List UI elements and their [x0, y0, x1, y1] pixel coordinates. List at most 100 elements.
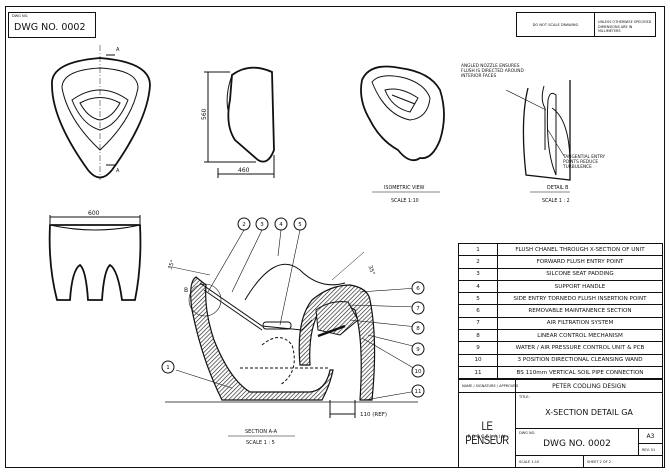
label: ANGLED NOZZLE ENSURES [461, 63, 520, 69]
sheet-scale: SCALE 1:10 [519, 460, 540, 464]
part-number: 9 [458, 341, 498, 355]
part-number: 10 [458, 353, 498, 367]
side-height-dim: 560 [201, 108, 208, 120]
label: 6 [416, 286, 420, 292]
label: INTERIOR FACES [461, 73, 496, 79]
callout-3: 3 [255, 217, 269, 231]
sheet-size: A3 [646, 433, 655, 440]
callout-2: 2 [237, 217, 251, 231]
label: 2 [242, 222, 246, 228]
callout-9: 9 [411, 342, 425, 356]
label: 11 [415, 389, 422, 395]
callout-11: 11 [411, 384, 425, 398]
callout-7: 7 [411, 301, 425, 315]
drawing-title: X-SECTION DETAIL GA [545, 408, 633, 417]
section-label: SECTION A-A [245, 429, 278, 435]
part-description: SUPPORT HANDLE [497, 279, 663, 294]
dwg-no-header-box: DWG NO. DWG NO. 0002 [8, 12, 96, 38]
designer-cell: PETER CODLING DESIGN [515, 379, 663, 393]
dwg-no-small-label: DWG NO. [12, 14, 29, 18]
part-description: SILCONE SEAT PADDING [497, 267, 663, 281]
part-description: 3 POSITION DIRECTIONAL CLEANSING WAND [497, 353, 663, 367]
label: TANGENTIAL ENTRY [562, 154, 606, 160]
callout-10: 10 [411, 364, 425, 378]
company-logo: LE PENSEUR [465, 419, 509, 447]
size-cell: A3 [638, 428, 663, 444]
label: 1 [166, 365, 170, 371]
isometric-label: ISOMETRIC VIEW [384, 185, 425, 191]
title-cell: TITLE: X-SECTION DETAIL GA [515, 392, 663, 429]
name-cell: NAME / SIGNATURE / APPROVED [458, 379, 519, 393]
label: POINTS REDUCE [563, 159, 598, 165]
detail-b-drawing [505, 80, 571, 181]
sheet-number: SHEET 2 OF 2 [587, 460, 611, 464]
company-logo-sub: PORCELAIN [467, 435, 507, 440]
detail-scale: SCALE 1 : 2 [542, 198, 570, 204]
revision: REV. 01 [642, 448, 656, 452]
sheet-border [5, 6, 665, 468]
scale-cell: SCALE 1:10 [515, 455, 584, 468]
label: TURBULENCE [562, 164, 592, 170]
callout-6: 6 [411, 281, 425, 295]
section-marker-top: A [116, 47, 120, 53]
section-marker-bottom: A [116, 168, 120, 174]
front-view-drawing [48, 215, 142, 301]
isometric-view-drawing [360, 65, 445, 162]
label: 9 [416, 347, 420, 353]
callout-1: 1 [161, 360, 175, 374]
part-description: BS 110mm VERTICAL SOIL PIPE CONNECTION [497, 365, 663, 380]
designer-name: PETER CODLING DESIGN [552, 383, 626, 390]
part-description: SIDE ENTRY TORNEDO FLUSH INSERTION POINT [497, 292, 663, 306]
label: FLUSH IS DIRECTED AROUND [461, 68, 524, 74]
name-label: NAME / SIGNATURE / APPROVED [462, 384, 519, 388]
section-scale: SCALE 1 : 5 [246, 440, 275, 446]
label: 3 [260, 222, 264, 228]
label: 7 [416, 306, 420, 312]
part-number: 5 [458, 292, 498, 306]
part-description: FLUSH CHANEL THROUGH X-SECTION OF UNIT [497, 242, 663, 257]
part-description: REMOVABLE MAINTANENCE SECTION [497, 304, 663, 318]
note-do-not-scale: DO NOT SCALE DRAWING [532, 23, 579, 27]
logo-cell: LE PENSEUR PORCELAIN [458, 392, 516, 468]
part-number: 11 [458, 365, 498, 380]
callout-4: 4 [274, 217, 288, 231]
side-width-dim: 460 [238, 167, 250, 174]
part-description: AIR FILTRATION SYSTEM [497, 316, 663, 331]
angle-1: 35° [168, 259, 177, 270]
note-units: UNLESS OTHERWISE SPECIFIED DIMENSIONS AR… [598, 20, 652, 33]
dwg-no-header: DWG NO. 0002 [14, 22, 86, 33]
detail-note-1: ANGLED NOZZLE ENSURES FLUSH IS DIRECTED … [461, 63, 524, 79]
part-number: 7 [458, 316, 498, 331]
note-units-box: UNLESS OTHERWISE SPECIFIED DIMENSIONS AR… [594, 12, 656, 37]
callout-8: 8 [411, 321, 425, 335]
callout-5: 5 [293, 217, 307, 231]
part-number: 8 [458, 329, 498, 343]
title-label: TITLE: [519, 395, 530, 399]
part-description: WATER / AIR PRESSURE CONTROL UNIT & PCB [497, 341, 663, 355]
part-description: FORWARD FLUSH ENTRY POINT [497, 255, 663, 269]
section-a-a-drawing [165, 251, 418, 418]
side-view-drawing [204, 66, 275, 178]
angle-2: 35° [366, 265, 375, 276]
label: 8 [416, 326, 420, 332]
part-number: 4 [458, 279, 498, 294]
detail-label: DETAIL B [547, 185, 568, 191]
part-number: 3 [458, 267, 498, 281]
detail-note-2: TANGENTIAL ENTRY POINTS REDUCE TURBULENC… [562, 154, 606, 170]
dwg-no-cell: DWG NO. DWG NO. 0002 [515, 428, 639, 456]
part-number: 2 [458, 255, 498, 269]
part-number: 6 [458, 304, 498, 318]
sheet-cell: SHEET 2 OF 2 [583, 455, 663, 468]
